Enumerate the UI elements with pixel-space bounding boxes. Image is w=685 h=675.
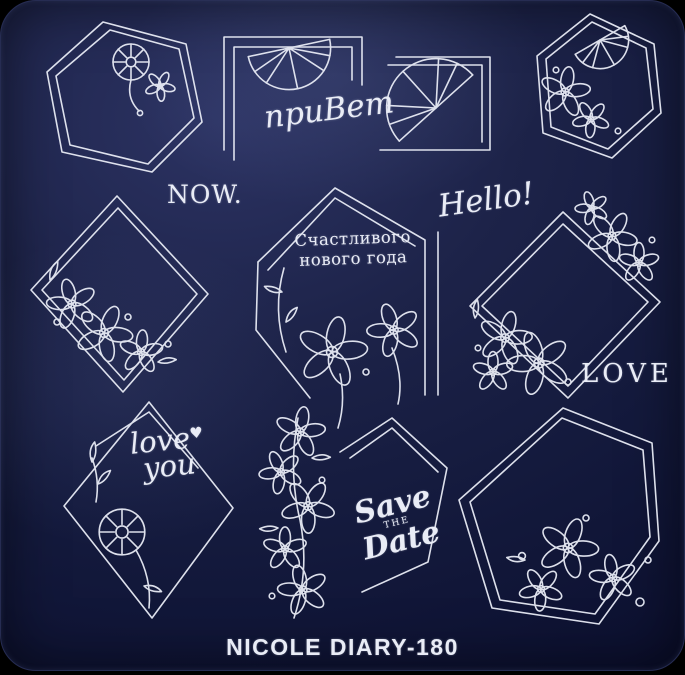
flower-icon bbox=[527, 507, 610, 588]
hexagon-frame-far-top-right-icon bbox=[536, 13, 662, 159]
poppy-flower-bottom-left-icon bbox=[97, 507, 163, 609]
flower-cluster-middle-right-top-icon bbox=[568, 185, 661, 284]
berry-icon bbox=[564, 378, 572, 386]
poppy-icon bbox=[111, 42, 151, 82]
flower-garland-middle-left-icon bbox=[38, 260, 178, 377]
diamond-frame-middle-right-icon bbox=[469, 211, 661, 399]
berry-icon bbox=[124, 313, 132, 321]
you-word: you bbox=[141, 445, 198, 486]
berry-icon bbox=[552, 66, 560, 74]
flower-icon bbox=[268, 401, 332, 462]
flower-icon bbox=[250, 441, 312, 502]
leaf-icon bbox=[281, 306, 302, 323]
heart-icon: ♥ bbox=[188, 423, 204, 443]
berry-icon bbox=[53, 318, 61, 326]
flower-icon bbox=[261, 525, 309, 572]
love-you-label: love♥ you bbox=[114, 421, 223, 486]
flower-cluster-bottom-right-icon bbox=[505, 507, 652, 621]
bud-icon bbox=[136, 109, 144, 117]
flower-icon bbox=[138, 64, 182, 108]
poppy-flower-top-left-icon bbox=[111, 42, 182, 117]
berry-icon bbox=[644, 556, 652, 564]
berry-icon bbox=[517, 551, 527, 561]
flower-cluster-middle-right-bottom-icon bbox=[467, 298, 583, 405]
leaf-icon bbox=[311, 450, 332, 465]
new-year-greeting-label: Счастливого нового года bbox=[278, 226, 427, 271]
leaf-icon bbox=[143, 579, 163, 598]
flower-icon bbox=[533, 61, 597, 122]
flower-icon bbox=[471, 350, 515, 393]
berry-icon bbox=[268, 592, 276, 600]
greeting-line1: Счастливого bbox=[294, 226, 412, 251]
flower-icon bbox=[563, 91, 619, 146]
flower-icon bbox=[287, 307, 377, 395]
hexagon-frame-top-left-icon bbox=[46, 21, 203, 173]
poppy-icon bbox=[97, 507, 147, 557]
berry-icon bbox=[635, 597, 645, 607]
diamond-frame-bottom-left-icon bbox=[63, 401, 234, 619]
lily-flowers-middle-center-icon bbox=[263, 267, 431, 429]
diamond-frame-bottom-center-icon bbox=[339, 417, 448, 593]
corner-frame-top-right-icon bbox=[379, 56, 491, 151]
hexagon-frame-bottom-right-icon bbox=[458, 407, 660, 625]
berry-icon bbox=[164, 340, 172, 348]
berry-icon bbox=[318, 476, 326, 484]
now-label: NOW. bbox=[167, 180, 243, 209]
love-label: LOVE bbox=[581, 359, 673, 389]
leaf-icon bbox=[258, 521, 279, 536]
geometric-frame-middle-center-icon bbox=[255, 187, 439, 399]
berry-icon bbox=[648, 236, 656, 244]
fan-shell-icon bbox=[574, 24, 640, 80]
flower-branch-bottom-center-icon bbox=[250, 401, 348, 622]
flower-icon bbox=[509, 556, 574, 621]
flower-cluster-top-right-icon bbox=[533, 24, 640, 146]
leaf-icon bbox=[467, 298, 485, 319]
flower-icon bbox=[617, 241, 661, 284]
fan-shell-icon bbox=[247, 38, 340, 99]
berry-icon bbox=[362, 368, 370, 376]
greeting-line2: нового года bbox=[299, 247, 408, 270]
leaf-sprig-bottom-left-icon bbox=[84, 440, 115, 503]
brand-label: NICOLE DIARY-180 bbox=[226, 634, 459, 660]
flower-icon bbox=[568, 185, 615, 231]
berry-icon bbox=[614, 127, 622, 135]
berry-icon bbox=[474, 344, 482, 352]
diamond-frame-middle-left-icon bbox=[30, 195, 209, 393]
berry-icon bbox=[582, 514, 590, 522]
leaf-icon bbox=[157, 354, 178, 368]
